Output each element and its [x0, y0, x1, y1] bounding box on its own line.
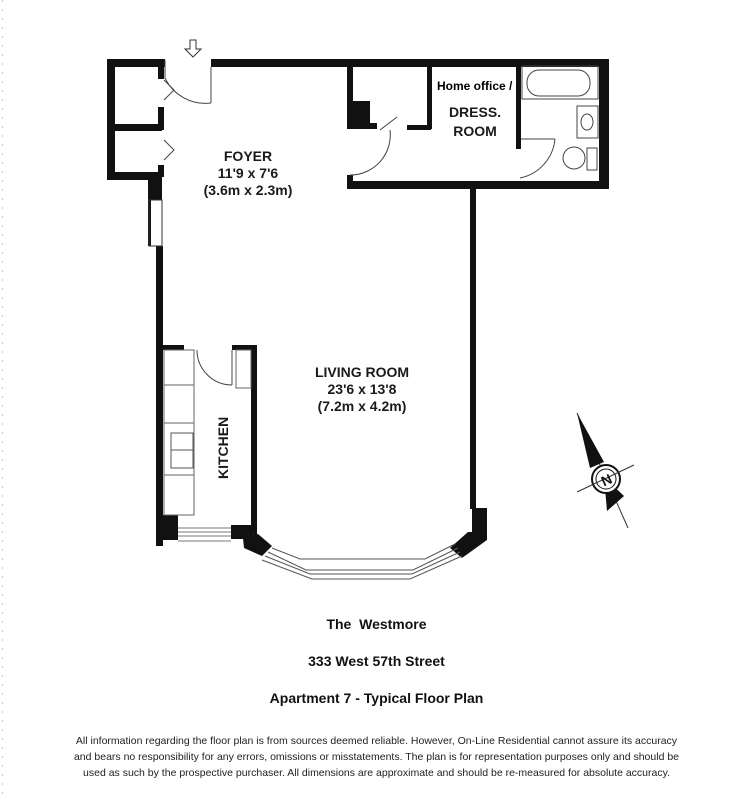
- disclaimer-line-2: and bears no responsibility for any erro…: [73, 751, 680, 763]
- dress-room-label: DRESS. ROOM: [436, 103, 514, 141]
- living-room-dims-ft: 23'6 x 13'8: [327, 381, 397, 397]
- fixtures: [148, 60, 599, 580]
- building-address: 333 West 57th Street: [308, 653, 445, 669]
- home-office-annotation: Home office /: [437, 79, 513, 93]
- living-room-name: LIVING ROOM: [314, 364, 410, 380]
- down-arrow-icon: [183, 39, 203, 58]
- foyer-dims-ft: 11'9 x 7'6: [217, 165, 279, 181]
- dress-room-line2: ROOM: [453, 123, 497, 139]
- north-arrow-icon: N: [576, 412, 635, 529]
- living-room-label: LIVING ROOM 23'6 x 13'8 (7.2m x 4.2m): [292, 364, 432, 415]
- walls: [107, 59, 609, 558]
- floor-plan: N: [107, 39, 635, 580]
- plan-title: Apartment 7 - Typical Floor Plan: [269, 690, 484, 706]
- page-edge-dotted-line: [2, 0, 3, 800]
- building-name: The Westmore: [326, 616, 427, 632]
- disclaimer: All information regarding the floor plan…: [20, 733, 733, 781]
- disclaimer-line-3: used as such by the prospective purchase…: [83, 767, 670, 779]
- foyer-label: FOYER 11'9 x 7'6 (3.6m x 2.3m): [188, 148, 308, 199]
- foyer-name: FOYER: [223, 148, 273, 164]
- kitchen-label: KITCHEN: [215, 416, 231, 479]
- living-room-dims-m: (7.2m x 4.2m): [317, 398, 407, 414]
- dress-room-line1: DRESS.: [448, 104, 502, 120]
- disclaimer-line-1: All information regarding the floor plan…: [75, 735, 678, 747]
- foyer-dims-m: (3.6m x 2.3m): [203, 182, 293, 198]
